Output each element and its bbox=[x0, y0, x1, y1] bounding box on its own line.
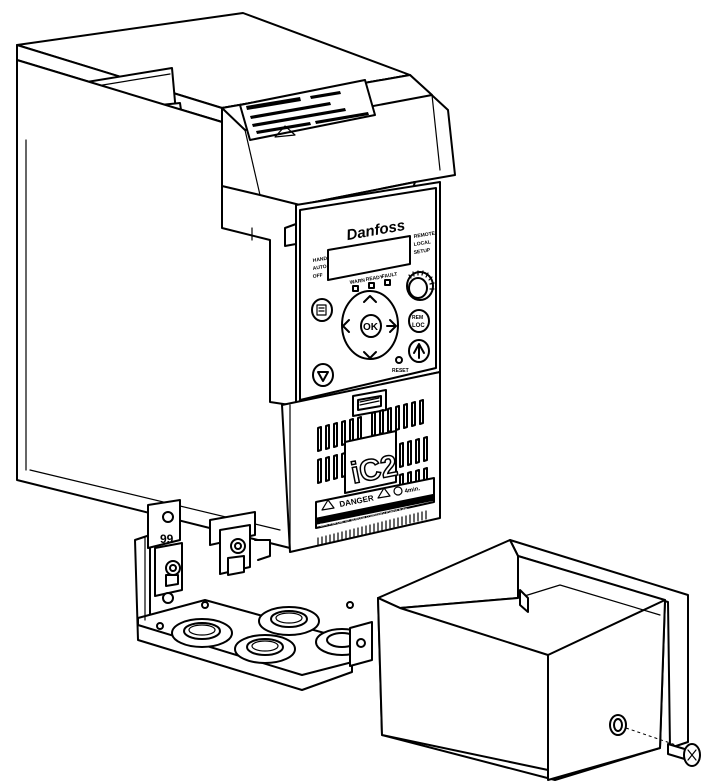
front-panel: Danfoss HAND AUTO OFF REMOTE LOCAL SETUP… bbox=[295, 181, 441, 405]
back-arrow-icon[interactable] bbox=[386, 319, 397, 333]
mounting-hole-icon bbox=[162, 592, 174, 604]
label-off: OFF bbox=[312, 272, 323, 279]
terminal-plate: 99 bbox=[134, 499, 373, 691]
ok-button[interactable]: OK bbox=[360, 314, 382, 338]
vents-bottom bbox=[317, 510, 427, 547]
time-text: 4min. bbox=[404, 486, 421, 495]
earth-clamp-left bbox=[154, 542, 183, 604]
terminal-cover bbox=[377, 539, 701, 781]
warning-triangle-icon bbox=[321, 499, 335, 511]
stop-button[interactable] bbox=[312, 363, 334, 387]
status-leds: WARN READY FAULT bbox=[349, 272, 398, 292]
terminal-marking: 99 bbox=[160, 532, 174, 546]
rem-label: REM bbox=[412, 315, 423, 321]
clock-icon bbox=[393, 486, 403, 496]
ic2-logo: iC2 bbox=[344, 430, 401, 494]
top-cover bbox=[221, 74, 456, 221]
earth-clamp-right bbox=[209, 511, 271, 576]
menu-button[interactable] bbox=[311, 298, 333, 322]
mode-labels-right: REMOTE LOCAL SETUP bbox=[413, 231, 436, 256]
reset-indicator: RESET bbox=[392, 356, 409, 374]
footer-bar bbox=[316, 493, 434, 525]
ok-label: OK bbox=[363, 322, 379, 333]
loc-label: LOC bbox=[412, 323, 425, 329]
led-fault-label: FAULT bbox=[381, 272, 397, 280]
up-arrow-icon[interactable] bbox=[363, 295, 377, 303]
start-button[interactable] bbox=[408, 339, 430, 363]
vents-left bbox=[317, 416, 362, 484]
led-warn-label: WARN bbox=[349, 278, 365, 286]
speed-knob[interactable] bbox=[406, 270, 435, 301]
vents-right bbox=[371, 399, 428, 492]
danger-label: DANGER 4min. See manual for special cond… bbox=[315, 477, 435, 529]
label-remote: REMOTE bbox=[413, 231, 436, 240]
led-warn bbox=[352, 285, 359, 292]
led-ready bbox=[368, 282, 375, 289]
label-hand: HAND bbox=[312, 256, 328, 264]
cover-screw-hole bbox=[609, 714, 627, 736]
led-ready-label: READY bbox=[365, 274, 384, 283]
down-arrow-icon[interactable] bbox=[363, 351, 377, 359]
cover-screw bbox=[625, 727, 701, 767]
label-local: LOCAL bbox=[413, 239, 431, 248]
screw-icon bbox=[162, 511, 174, 523]
comm-port bbox=[352, 389, 387, 417]
mode-labels-left: HAND AUTO OFF bbox=[312, 256, 328, 280]
lower-front: iC2 DANGER 4min. See manual for special … bbox=[281, 371, 441, 553]
left-arrow-icon[interactable] bbox=[342, 319, 350, 333]
label-auto: AUTO bbox=[312, 264, 327, 272]
rem-loc-button[interactable]: REM LOC bbox=[408, 309, 430, 333]
display-window bbox=[327, 235, 411, 281]
led-fault bbox=[384, 279, 391, 286]
label-setup: SETUP bbox=[413, 247, 431, 256]
reset-label: RESET bbox=[392, 368, 409, 374]
rating-label bbox=[239, 79, 376, 141]
warning-triangle-icon-2 bbox=[377, 487, 391, 499]
